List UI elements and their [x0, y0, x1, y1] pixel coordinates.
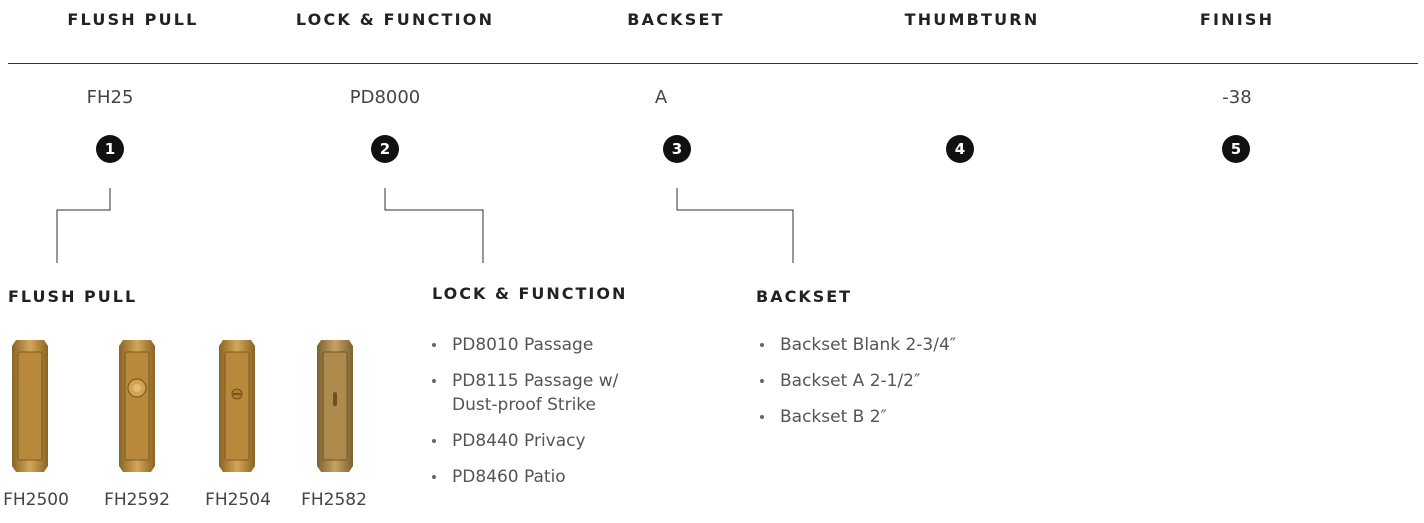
header-divider: [8, 63, 1418, 64]
column-header-lock-function: LOCK & FUNCTION: [295, 10, 495, 29]
backset-title: BACKSET: [756, 287, 853, 306]
backset-option-a[interactable]: Backset A 2-1/2″: [756, 369, 956, 393]
flush-pull-fh2500-icon[interactable]: [10, 340, 50, 472]
flush-pull-fh2582-icon[interactable]: [315, 340, 355, 472]
connector-flush-pull: [56, 188, 111, 263]
backset-option-blank[interactable]: Backset Blank 2-3/4″: [756, 333, 956, 357]
backset-options: Backset Blank 2-3/4″ Backset A 2-1/2″ Ba…: [756, 333, 956, 441]
connector-backset: [676, 188, 794, 263]
flush-pull-fh2504-icon[interactable]: [217, 340, 257, 472]
step-badge-1: 1: [96, 135, 124, 163]
column-header-backset: BACKSET: [627, 10, 725, 29]
column-header-finish: FINISH: [1199, 10, 1275, 29]
lock-option-pd8010[interactable]: PD8010 Passage: [428, 333, 618, 357]
code-finish: -38: [1222, 87, 1252, 108]
flush-pull-label-fh2500: FH2500: [3, 490, 69, 510]
lock-function-title: LOCK & FUNCTION: [432, 284, 628, 303]
step-badge-2: 2: [371, 135, 399, 163]
column-header-flush-pull: FLUSH PULL: [67, 10, 199, 29]
code-backset: A: [654, 87, 668, 108]
step-badge-4: 4: [946, 135, 974, 163]
flush-pull-label-fh2592: FH2592: [104, 490, 170, 510]
backset-option-b[interactable]: Backset B 2″: [756, 405, 956, 429]
column-header-thumbturn: THUMBTURN: [904, 10, 1040, 29]
code-flush-pull: FH25: [86, 87, 134, 108]
lock-option-pd8115[interactable]: PD8115 Passage w/Dust-proof Strike: [428, 369, 618, 417]
flush-pull-label-fh2504: FH2504: [205, 490, 271, 510]
connector-lock-function: [384, 188, 484, 263]
step-badge-3: 3: [663, 135, 691, 163]
flush-pull-label-fh2582: FH2582: [301, 490, 367, 510]
flush-pull-fh2592-icon[interactable]: [117, 340, 157, 472]
lock-option-pd8460[interactable]: PD8460 Patio: [428, 465, 618, 489]
lock-option-pd8440[interactable]: PD8440 Privacy: [428, 429, 618, 453]
lock-function-options: PD8010 Passage PD8115 Passage w/Dust-pro…: [428, 333, 618, 501]
flush-pull-title: FLUSH PULL: [8, 287, 138, 306]
code-lock-function: PD8000: [349, 87, 421, 108]
step-badge-5: 5: [1222, 135, 1250, 163]
